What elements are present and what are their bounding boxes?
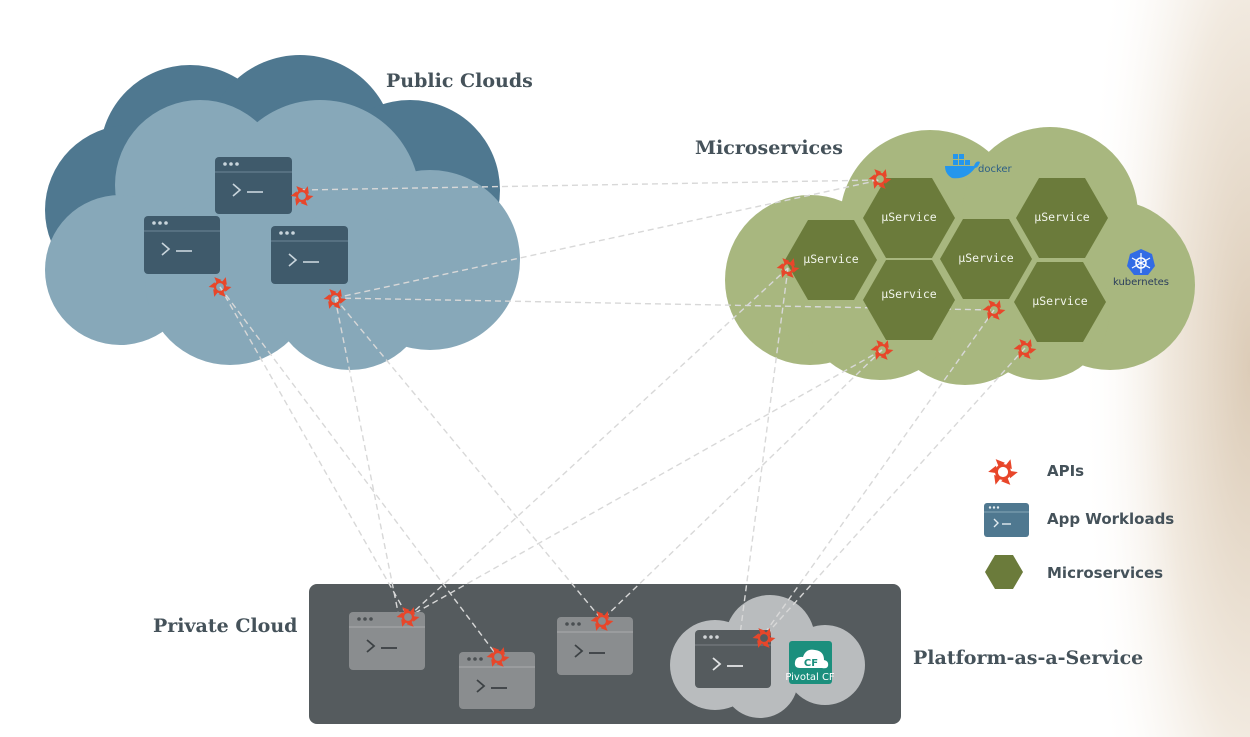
terminal-window-icon (984, 503, 1029, 537)
api-star-icon (988, 459, 1018, 485)
workload-window (557, 617, 633, 675)
microservice-hex-6: µService (1014, 262, 1106, 342)
api-star-icon (776, 258, 800, 278)
api-star-icon (982, 300, 1006, 320)
api-star-icon (752, 628, 776, 648)
microservice-label: µService (958, 251, 1013, 265)
workload-window (215, 157, 292, 214)
legend-label-apis: APIs (1047, 462, 1084, 480)
pivotal-badge-text: CF (804, 658, 818, 669)
kubernetes-logo: kubernetes (1113, 249, 1169, 288)
api-star-icon (486, 647, 510, 667)
api-star-icon (290, 186, 314, 206)
api-endpoints (208, 169, 1037, 667)
microservice-label: µService (881, 210, 936, 224)
terminal-window-icon (557, 617, 633, 675)
microservice-hex-1: µService (785, 220, 877, 300)
workload-window (695, 630, 771, 688)
workload-window (271, 226, 348, 284)
workload-window (459, 652, 535, 709)
public-clouds-title: Public Clouds (386, 70, 533, 92)
terminal-window-icon (215, 157, 292, 214)
api-star-icon (1013, 339, 1037, 359)
pivotal-cf-logo: CF Pivotal CF (785, 641, 835, 684)
api-connections (219, 179, 1026, 658)
hexagon-icon (1016, 178, 1108, 258)
kubernetes-wordmark: kubernetes (1113, 277, 1169, 288)
api-star-icon (323, 289, 347, 309)
legend-label-microservices: Microservices (1047, 564, 1163, 582)
microservice-hex-4: µService (1016, 178, 1108, 258)
private-cloud-title: Private Cloud (153, 615, 297, 637)
api-star-icon (868, 169, 892, 189)
private-workloads (349, 612, 771, 709)
docker-wordmark: docker (978, 164, 1013, 175)
pivotal-wordmark: Pivotal CF (785, 672, 835, 683)
api-star-icon (988, 459, 1018, 485)
public-workloads (144, 157, 348, 284)
hexagon-icon (1014, 262, 1106, 342)
api-star-icon (208, 277, 232, 297)
workload-window (144, 216, 220, 274)
microservice-label: µService (1032, 294, 1087, 308)
kubernetes-helm-icon (1127, 249, 1155, 275)
api-star-icon (870, 340, 894, 360)
docker-logo: docker (945, 154, 1013, 179)
workload-window (349, 612, 425, 670)
terminal-window-icon (144, 216, 220, 274)
api-star-icon (396, 607, 420, 627)
microservice-hex-2: µService (863, 178, 955, 258)
paas-title: Platform-as-a-Service (913, 647, 1143, 669)
terminal-window-icon (271, 226, 348, 284)
legend-item-apis: APIs (988, 459, 1084, 485)
hexagon-icon (985, 555, 1023, 589)
hexagon-icon (863, 178, 955, 258)
legend: APIs App Workloads Microservices (984, 459, 1174, 589)
docker-whale-icon (945, 154, 980, 179)
legend-item-microservices: Microservices (985, 555, 1163, 589)
microservice-label: µService (881, 287, 936, 301)
hexagon-icon (940, 219, 1032, 299)
legend-label-app-workloads: App Workloads (1047, 510, 1174, 528)
microservice-hex-3: µService (940, 219, 1032, 299)
terminal-window-icon (459, 652, 535, 709)
microservice-hex-5: µService (863, 260, 955, 340)
microservice-label: µService (803, 252, 858, 266)
legend-item-app-workloads: App Workloads (984, 503, 1174, 537)
microservice-hexagons: µService µService µService µService µSer… (785, 178, 1108, 342)
microservices-title: Microservices (695, 137, 843, 159)
microservice-label: µService (1034, 210, 1089, 224)
api-star-icon (590, 611, 614, 631)
hexagon-icon (863, 260, 955, 340)
hexagon-icon (785, 220, 877, 300)
